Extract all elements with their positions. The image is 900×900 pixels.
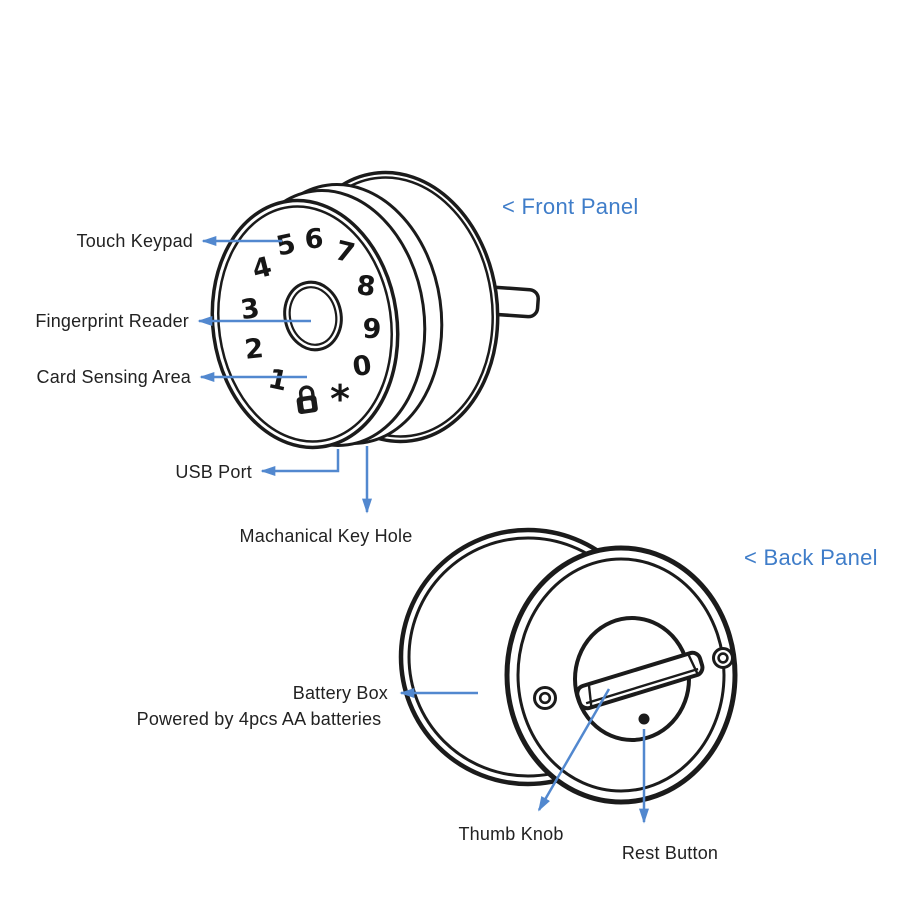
keypad-key-star: * <box>330 377 350 421</box>
screw-left <box>533 686 557 710</box>
keypad-key: 8 <box>355 270 377 303</box>
keypad-key: 0 <box>351 350 374 383</box>
touch-keypad-label: Touch Keypad <box>77 231 193 251</box>
rest-button-label: Rest Button <box>622 843 718 863</box>
back-panel-title: < Back Panel <box>744 545 878 570</box>
padlock-icon <box>296 385 318 414</box>
usb-port-label: USB Port <box>175 462 252 482</box>
fingerprint-reader-oval <box>283 280 343 352</box>
screw-right <box>712 647 734 669</box>
mechanical-key-hole-label: Machanical Key Hole <box>240 526 413 546</box>
usb-port-arrow <box>260 449 340 476</box>
keypad-key: 3 <box>239 293 262 326</box>
keypad-key: 6 <box>304 223 325 255</box>
keypad-key: 2 <box>243 333 265 366</box>
thumb-knob-arrow <box>537 688 611 812</box>
battery-note-label: Powered by 4pcs AA batteries <box>137 709 382 729</box>
back-panel-diagram: Battery Box Powered by 4pcs AA batteries… <box>137 527 878 863</box>
battery-box-label: Battery Box <box>293 683 388 703</box>
keypad-key: 9 <box>362 314 382 346</box>
front-panel-diagram: 1 2 3 4 5 6 7 8 9 0 * Touch Keypad Finge… <box>35 170 639 546</box>
front-panel-title: < Front Panel <box>502 194 639 219</box>
card-sensing-area-label: Card Sensing Area <box>37 367 192 387</box>
thumb-knob-label: Thumb Knob <box>458 824 563 844</box>
rest-button-dot <box>638 713 650 725</box>
fingerprint-reader-label: Fingerprint Reader <box>35 311 189 331</box>
